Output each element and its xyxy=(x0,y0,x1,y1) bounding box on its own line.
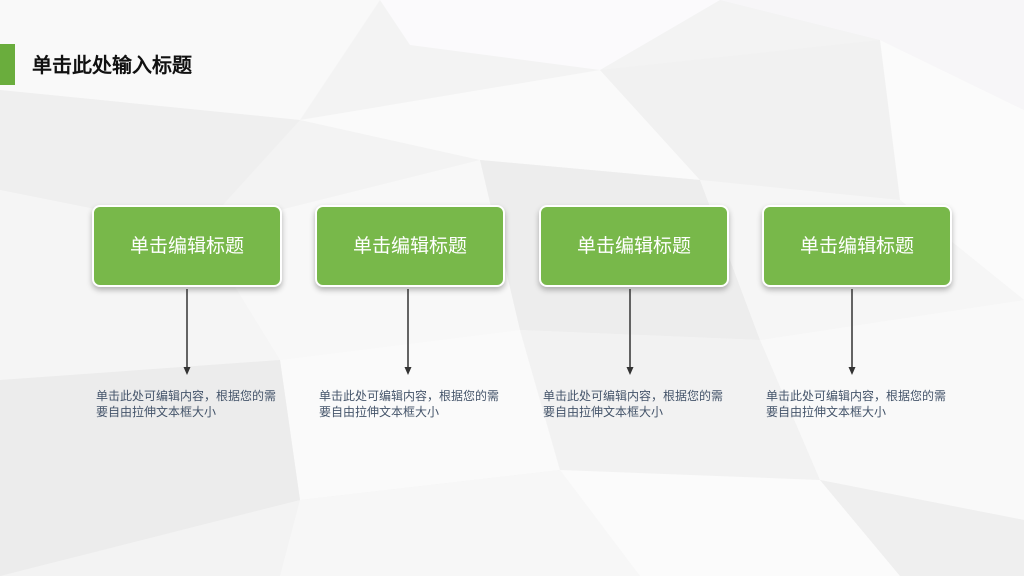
step-card-4[interactable]: 单击编辑标题 xyxy=(762,205,952,287)
down-arrow-icon xyxy=(848,289,856,375)
down-arrow-icon xyxy=(404,289,412,375)
step-item-1: 单击编辑标题 单击此处可编辑内容，根据您的需要自由拉伸文本框大小 xyxy=(92,205,282,425)
slide-title[interactable]: 单击此处输入标题 xyxy=(32,53,192,77)
title-accent-bar xyxy=(0,44,15,85)
step-card-2[interactable]: 单击编辑标题 xyxy=(315,205,505,287)
step-item-2: 单击编辑标题 单击此处可编辑内容，根据您的需要自由拉伸文本框大小 xyxy=(315,205,505,425)
step-card-1[interactable]: 单击编辑标题 xyxy=(92,205,282,287)
step-description-3[interactable]: 单击此处可编辑内容，根据您的需要自由拉伸文本框大小 xyxy=(543,389,724,419)
down-arrow-icon xyxy=(626,289,634,375)
step-description-4[interactable]: 单击此处可编辑内容，根据您的需要自由拉伸文本框大小 xyxy=(766,389,947,419)
step-item-4: 单击编辑标题 单击此处可编辑内容，根据您的需要自由拉伸文本框大小 xyxy=(762,205,952,425)
step-description-2[interactable]: 单击此处可编辑内容，根据您的需要自由拉伸文本框大小 xyxy=(319,389,500,419)
step-card-3[interactable]: 单击编辑标题 xyxy=(539,205,729,287)
down-arrow-icon xyxy=(183,289,191,375)
step-item-3: 单击编辑标题 单击此处可编辑内容，根据您的需要自由拉伸文本框大小 xyxy=(539,205,729,425)
step-description-1[interactable]: 单击此处可编辑内容，根据您的需要自由拉伸文本框大小 xyxy=(96,389,277,419)
